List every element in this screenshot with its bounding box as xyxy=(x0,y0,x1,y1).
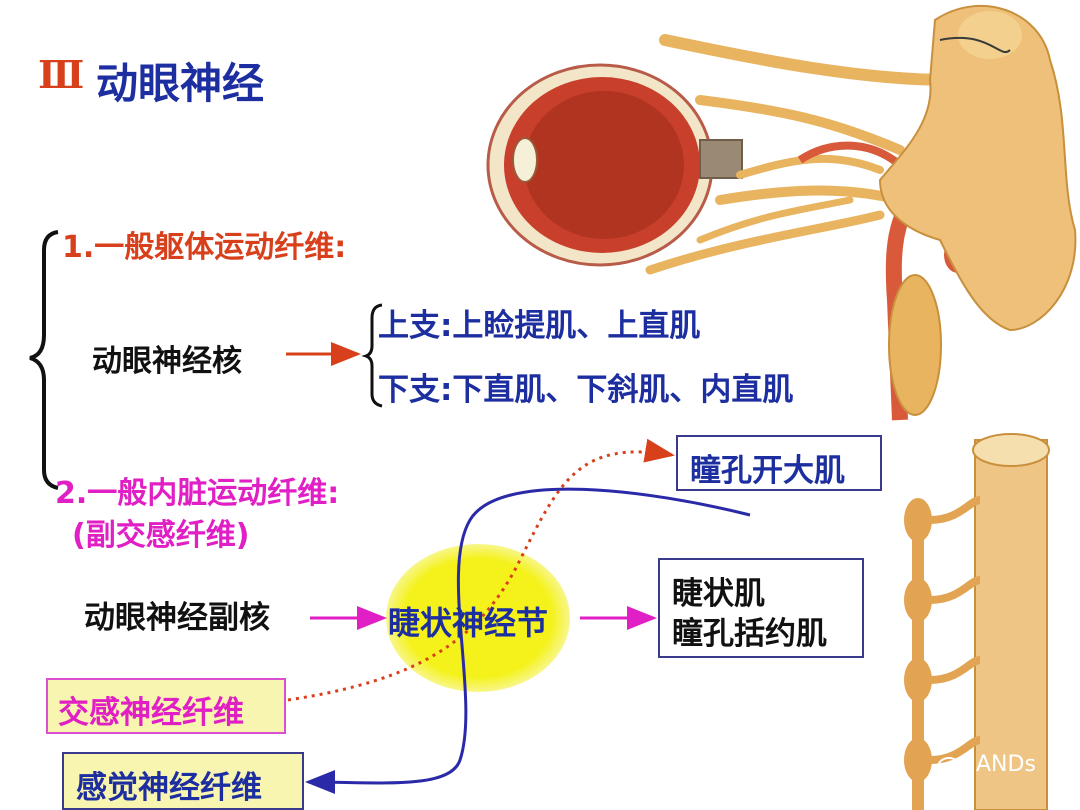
ganglion-glow xyxy=(386,544,570,692)
dilator-muscle-label: 瞳孔开大肌 xyxy=(690,453,845,489)
oculomotor-nucleus-label: 动眼神经核 xyxy=(92,344,242,379)
sympathetic-fiber-label: 交感神经纤维 xyxy=(58,695,244,731)
lower-branch-label: 下支:下直肌、下斜肌、内直肌 xyxy=(378,372,794,408)
ciliary-muscle-label: 睫状肌 xyxy=(672,576,765,612)
sensory-fiber-label: 感觉神经纤维 xyxy=(76,770,262,806)
ciliary-ganglion-label: 睫状神经节 xyxy=(388,604,549,642)
branch-brace xyxy=(361,303,383,408)
spinal-cord-drawing xyxy=(904,433,1050,810)
sympathetic-path xyxy=(287,438,675,702)
watermark-text: ANDs xyxy=(976,752,1036,777)
target-muscles-box: 睫状肌 瞳孔括约肌 xyxy=(658,558,864,658)
sensory-fiber-box: 感觉神经纤维 xyxy=(62,752,304,810)
sympathetic-fiber-box: 交感神经纤维 xyxy=(46,678,286,734)
upper-branch-label: 上支:上睑提肌、上直肌 xyxy=(378,308,701,344)
title-numeral: Ⅲ xyxy=(38,52,85,97)
dilator-muscle-box: 瞳孔开大肌 xyxy=(676,435,882,491)
page-title: 动眼神经 xyxy=(96,59,265,108)
section2-subheading: (副交感纤维) xyxy=(72,518,250,553)
wechat-icon xyxy=(937,757,971,781)
oculomotor-nerve-branches xyxy=(645,34,956,275)
brainstem-drawing xyxy=(878,4,1077,332)
section1-heading: 1.一般躯体运动纤维: xyxy=(62,230,347,265)
eyeball-drawing xyxy=(486,63,743,267)
sensory-path xyxy=(305,487,751,795)
section2-heading: 2.一般内脏运动纤维: xyxy=(55,476,340,511)
left-brace xyxy=(29,230,59,490)
accessory-nucleus-label: 动眼神经副核 xyxy=(84,600,270,636)
sphincter-pupillae-label: 瞳孔括约肌 xyxy=(672,616,827,652)
